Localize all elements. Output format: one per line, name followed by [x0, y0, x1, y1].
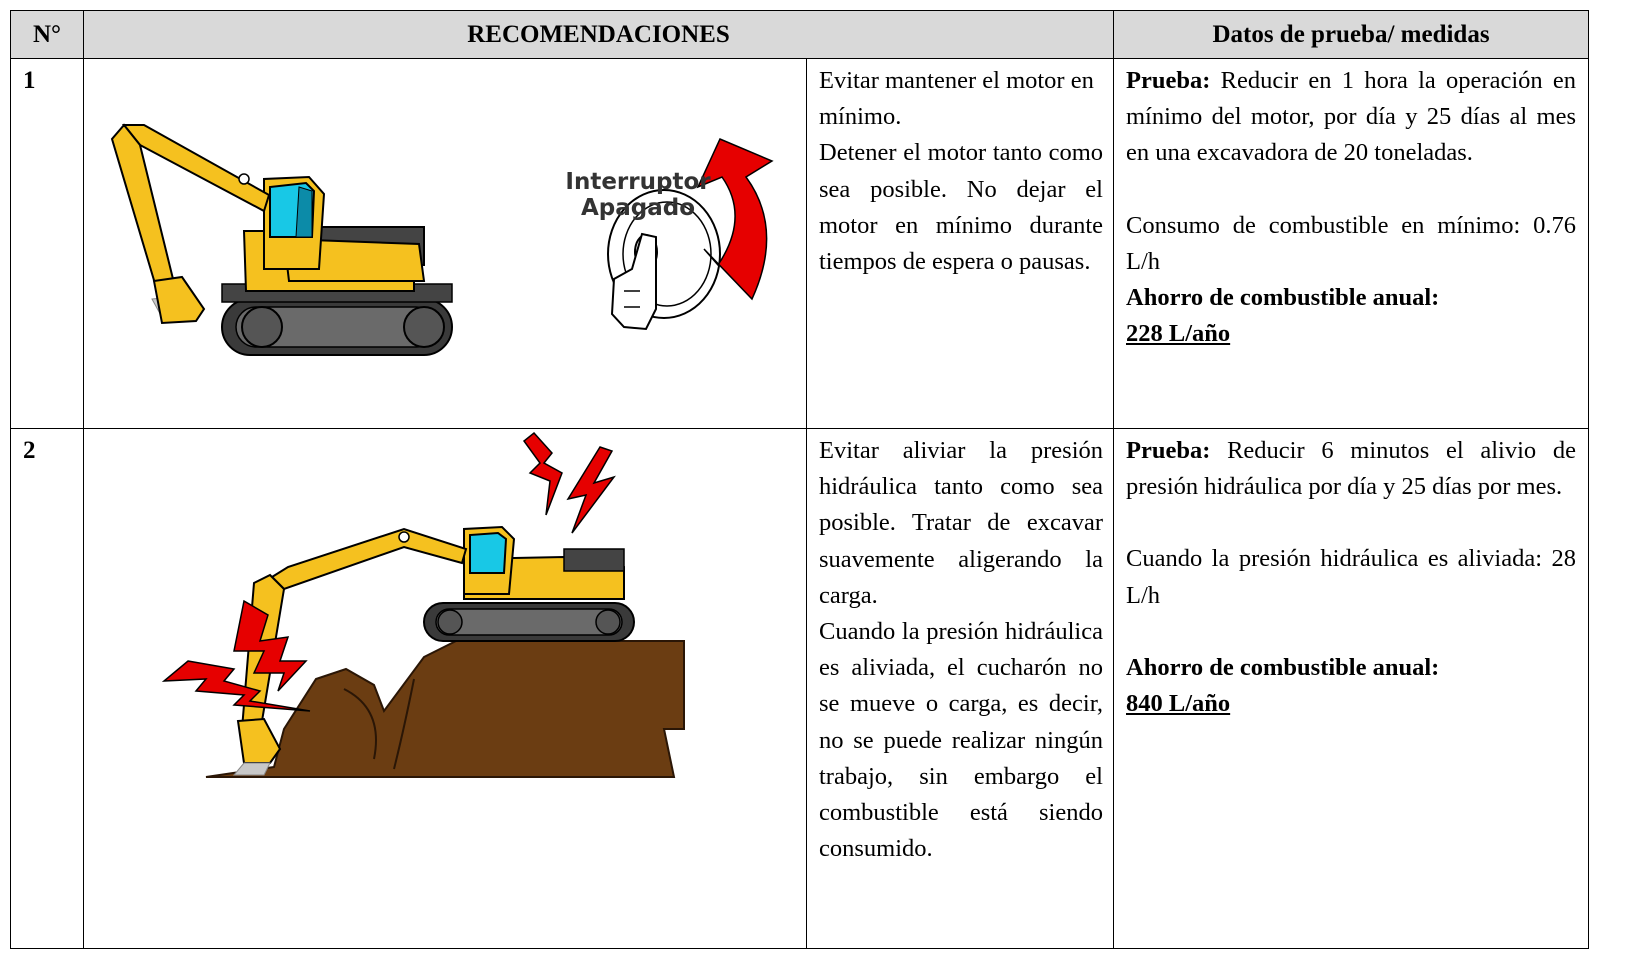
switch-label-line2: Apagado [581, 195, 695, 221]
savings-value: 840 L/año [1126, 690, 1231, 718]
test-text: Reducir 6 minutos el alivio de presión h… [1126, 437, 1576, 501]
table-row: 2 [10, 428, 1589, 949]
recommendation-paragraph: Cuando la presión hidráulica es aliviada… [819, 618, 1103, 863]
recommendation-paragraph: Evitar mantener el motor en mínimo. [819, 67, 1094, 131]
recommendation-image-1: Interruptor Apagado [83, 58, 807, 429]
red-arrow-icon [696, 138, 774, 301]
excavator-engine-off-illustration: Interruptor Apagado [110, 123, 774, 356]
recommendation-image-2 [83, 428, 807, 949]
recommendation-paragraph: Evitar aliviar la presión hidráulica tan… [819, 437, 1103, 609]
consumption-text: Consumo de combustible en mínimo: 0.76 L… [1126, 211, 1576, 275]
test-label: Prueba: [1126, 67, 1211, 94]
test-data-cell: Prueba: Reducir en 1 hora la operación e… [1113, 58, 1589, 429]
row-number: 2 [10, 428, 84, 949]
table-row: 1 [10, 58, 1589, 429]
switch-label-line1: Interruptor [565, 169, 711, 195]
test-label: Prueba: [1126, 437, 1211, 464]
recommendation-text: Evitar aliviar la presión hidráulica tan… [806, 428, 1114, 949]
test-description: Prueba: Reducir 6 minutos el alivio de p… [1126, 433, 1576, 505]
lightning-bolt-icon [161, 431, 616, 712]
recommendations-table: N° RECOMENDACIONES Datos de prueba/ medi… [10, 10, 1589, 949]
dirt-mound-icon [205, 635, 685, 778]
ignition-key-icon [607, 189, 721, 331]
savings-label: Ahorro de combustible anual: [1126, 653, 1440, 681]
recommendation-paragraph: Detener el motor tanto como sea posible.… [819, 139, 1103, 276]
header-row: N° RECOMENDACIONES Datos de prueba/ medi… [10, 10, 1589, 59]
savings-value: 228 L/año [1126, 320, 1231, 348]
header-num: N° [10, 10, 84, 59]
header-data: Datos de prueba/ medidas [1113, 10, 1589, 59]
excavator-icon [232, 525, 635, 776]
test-description: Prueba: Reducir en 1 hora la operación e… [1126, 63, 1576, 172]
test-text: Reducir en 1 hora la operación en mínimo… [1126, 67, 1576, 167]
header-recommendations: RECOMENDACIONES [83, 10, 1114, 59]
consumption-text: Cuando la presión hidráulica es aliviada… [1126, 545, 1576, 609]
savings-label: Ahorro de combustible anual: [1126, 284, 1440, 312]
recommendation-text: Evitar mantener el motor en mínimo. Dete… [806, 58, 1114, 429]
excavator-icon [110, 123, 453, 356]
row-number: 1 [10, 58, 84, 429]
excavator-hydraulic-relief-illustration [161, 431, 685, 778]
test-data-cell: Prueba: Reducir 6 minutos el alivio de p… [1113, 428, 1589, 949]
